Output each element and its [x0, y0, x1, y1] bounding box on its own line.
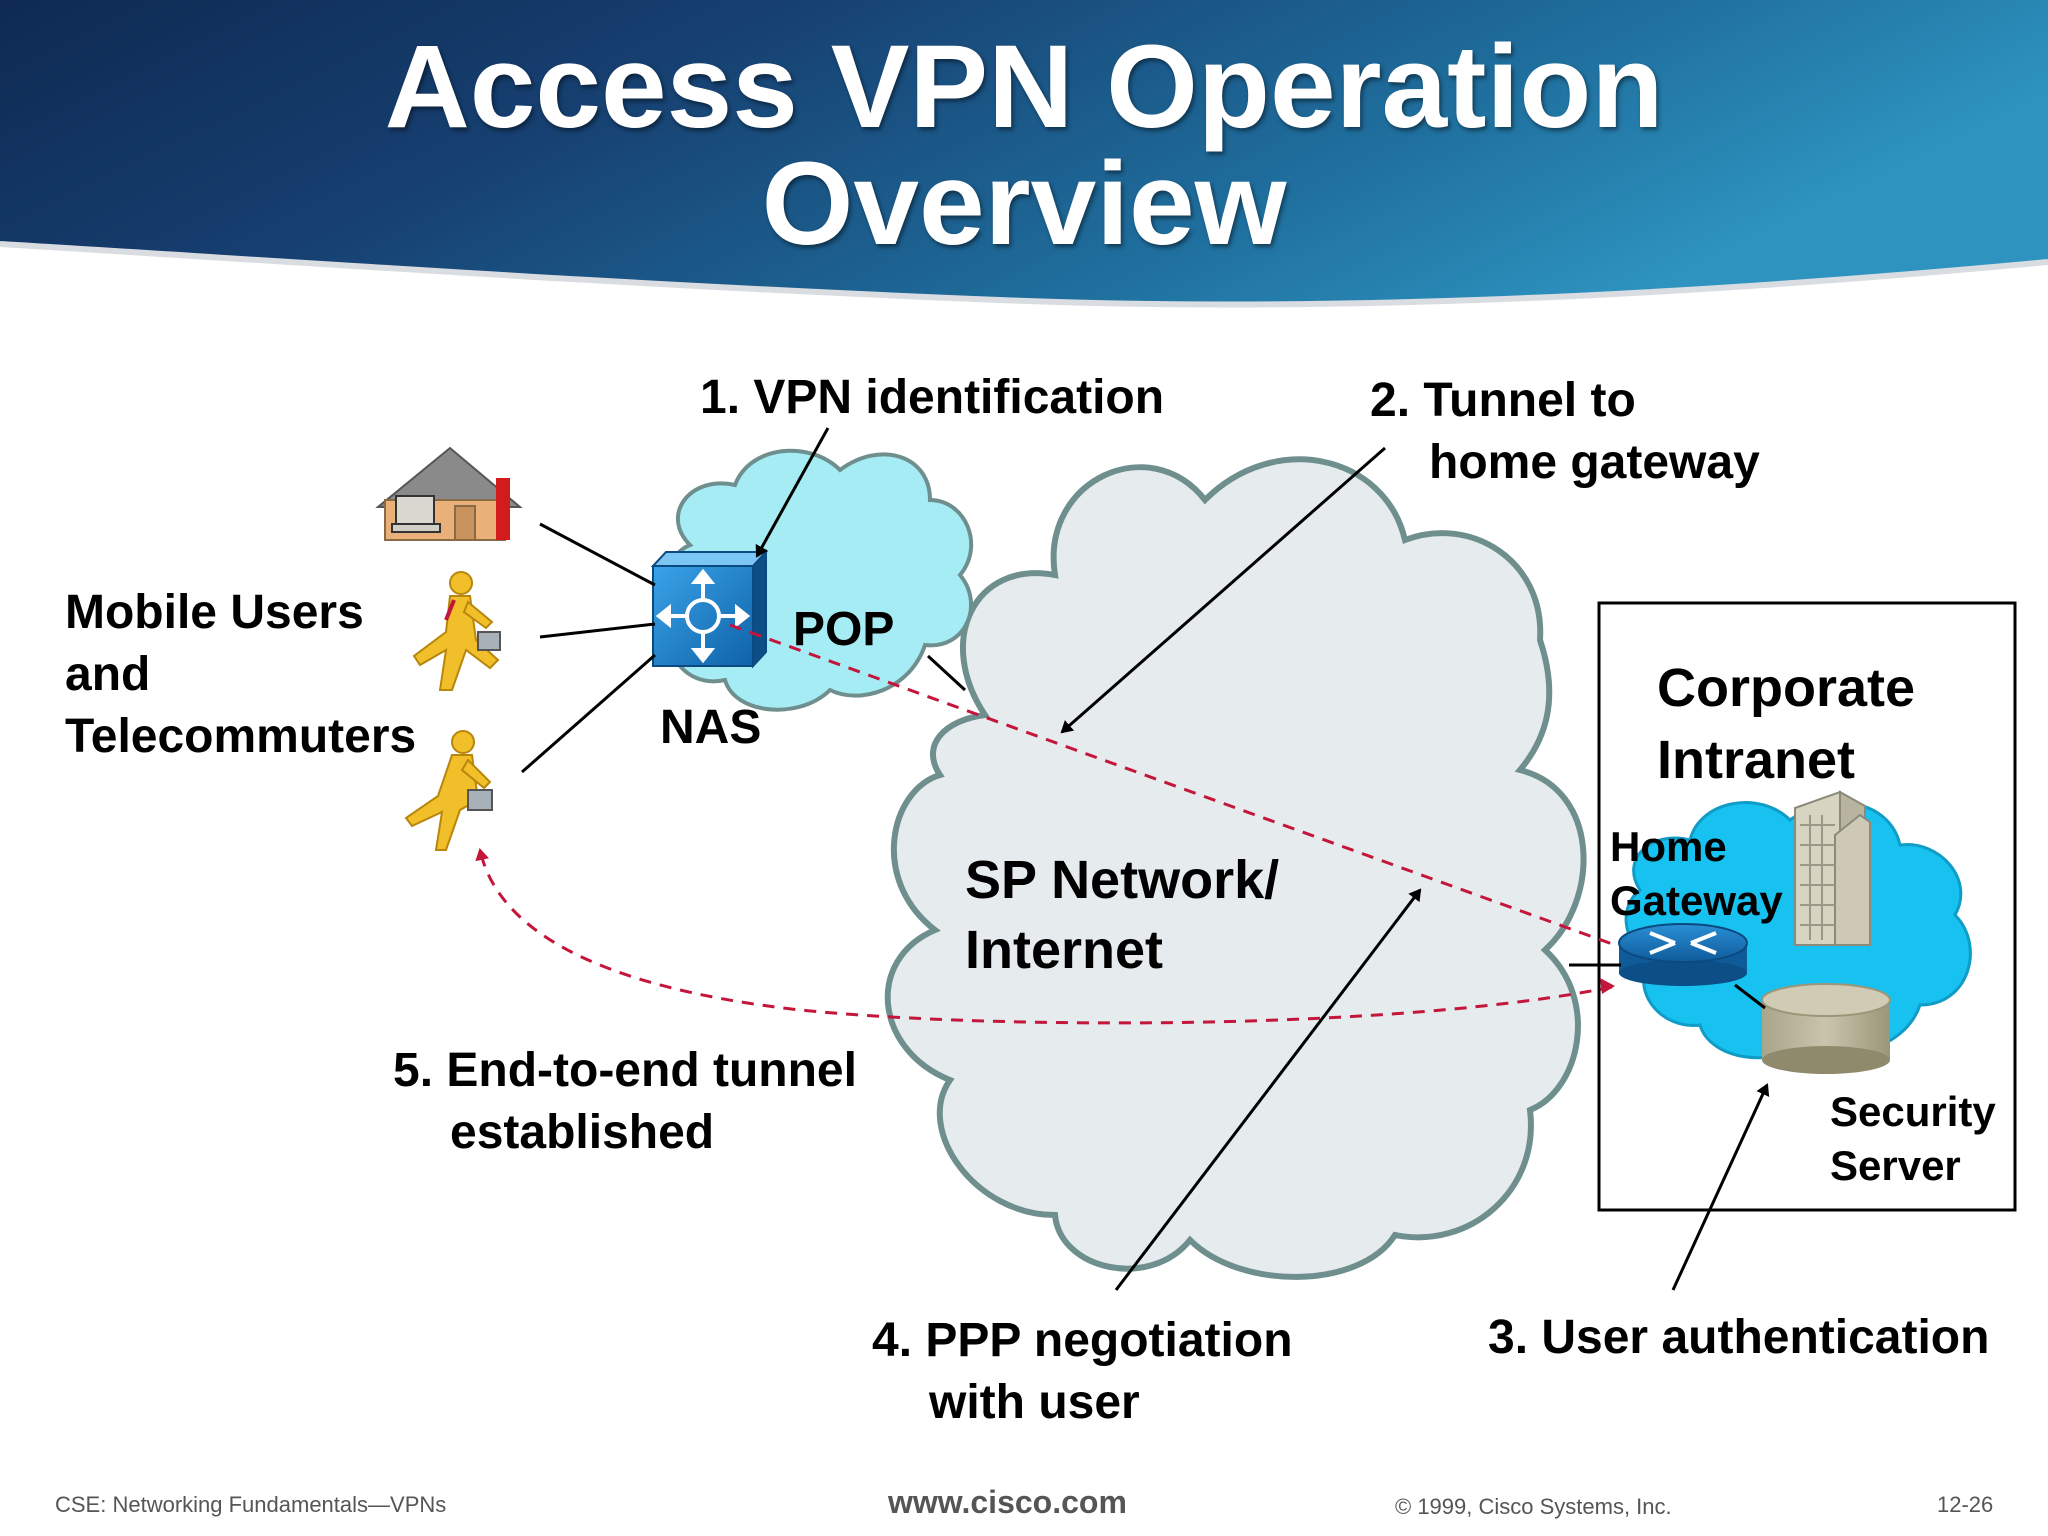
step1-arrow	[755, 427, 830, 558]
person-running-icon	[412, 571, 501, 691]
internet-cloud	[884, 456, 1587, 1280]
footer-course: CSE: Networking Fundamentals—VPNs	[55, 1492, 447, 1517]
step2-arrow	[1060, 446, 1386, 734]
house-icon	[375, 446, 523, 541]
footer-copyright: © 1999, Cisco Systems, Inc.	[1395, 1494, 1672, 1519]
step2-label: 2. Tunnel to home gateway	[1370, 374, 1760, 489]
slide-title-line2: Overview	[761, 138, 1287, 270]
step3-arrow	[1671, 1083, 1770, 1291]
pop-label: POP	[793, 603, 895, 656]
corporate-intranet-label: Corporate Intranet	[1657, 658, 1916, 790]
step3-label: 3. User authentication	[1488, 1311, 1990, 1364]
step1-label: 1. VPN identification	[700, 371, 1165, 424]
sp-network-label: SP Network/ Internet	[965, 850, 1280, 980]
slide-title-line1: Access VPN Operation	[384, 21, 1664, 153]
end-to-end-tunnel-arrowhead	[1600, 978, 1615, 994]
building-icon	[1794, 790, 1871, 946]
step4-arrow	[1114, 888, 1422, 1291]
nas-icon	[650, 549, 769, 669]
footer-website: www.cisco.com	[888, 1484, 1127, 1520]
step5-label: 5. End-to-end tunnel established	[393, 1044, 857, 1159]
mobile-users-label: Mobile Users and Telecommuters	[65, 586, 417, 763]
nas-label: NAS	[660, 701, 762, 754]
person-running-icon	[404, 730, 493, 851]
security-server-label: Security Server	[1830, 1088, 1996, 1189]
end-to-end-tunnel-arrow	[475, 848, 1613, 1025]
home-gateway-label: Home Gateway	[1610, 823, 1783, 924]
footer-page-number: 12-26	[1937, 1492, 1994, 1517]
home-gateway-router-icon	[1618, 923, 1748, 986]
security-server-icon	[1761, 983, 1891, 1074]
tunnel-dashed-line	[729, 623, 1616, 947]
title-banner	[0, 0, 2048, 308]
step4-label: 4. PPP negotiation with user	[872, 1314, 1293, 1429]
